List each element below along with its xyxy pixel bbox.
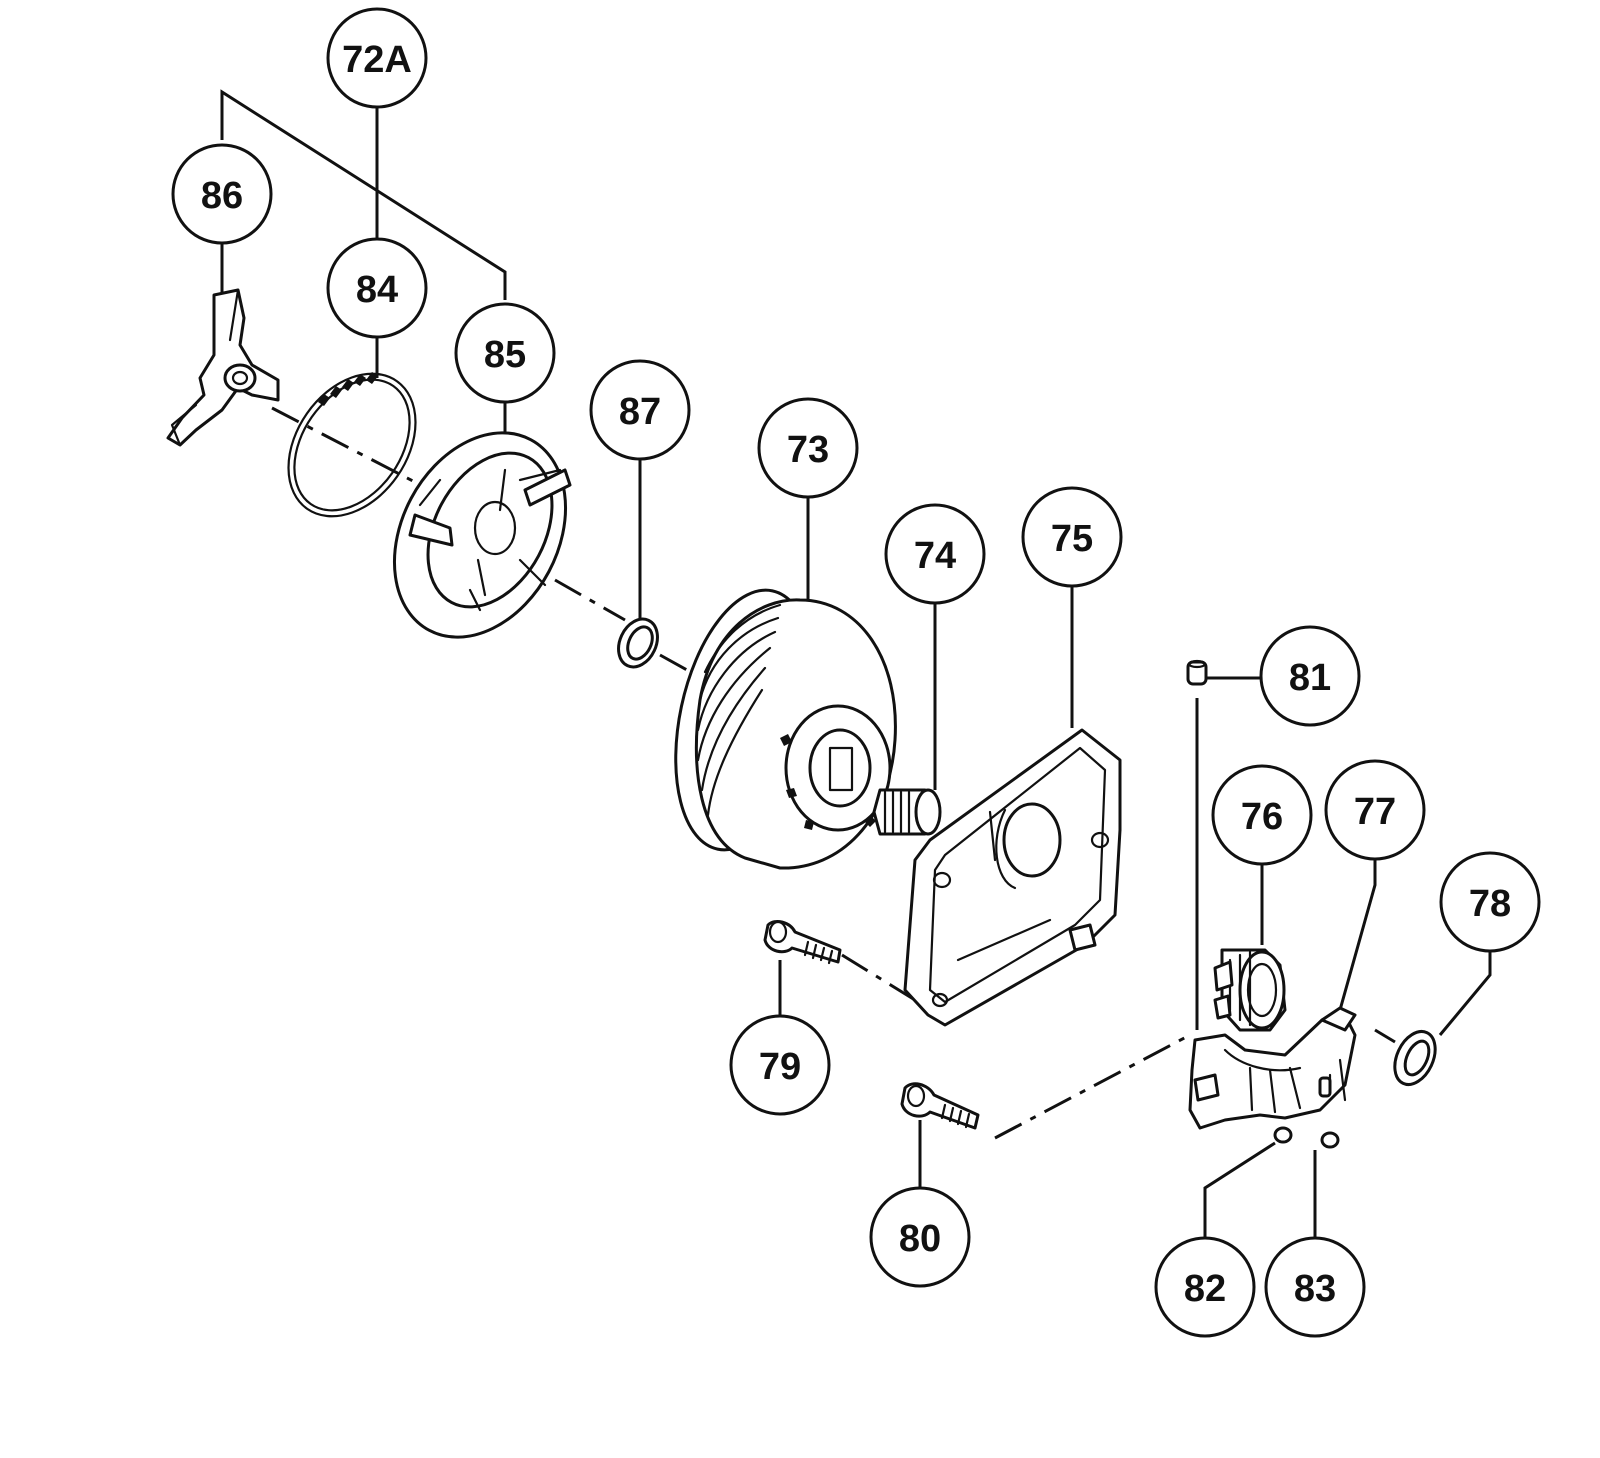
bolt-79-part xyxy=(763,920,842,965)
callout-85-label: 85 xyxy=(484,334,526,376)
callout-77: 77 xyxy=(1324,759,1426,861)
oil-seal-part xyxy=(1393,1030,1437,1086)
callout-84: 84 xyxy=(326,237,428,339)
nipple-part xyxy=(1186,659,1208,686)
side-cover-part xyxy=(903,728,1122,1027)
callout-75-label: 75 xyxy=(1051,518,1093,560)
callout-78-label: 78 xyxy=(1469,883,1511,925)
callout-72a: 72A xyxy=(326,7,428,109)
callout-85: 85 xyxy=(454,302,556,404)
callout-79: 79 xyxy=(729,1014,831,1116)
clutch-drum-part xyxy=(674,588,897,870)
callout-77-label: 77 xyxy=(1354,791,1396,833)
callout-86: 86 xyxy=(171,143,273,245)
bolt-80-part xyxy=(900,1082,980,1130)
callout-83-label: 83 xyxy=(1294,1268,1336,1310)
callout-76: 76 xyxy=(1211,764,1313,866)
callout-73-label: 73 xyxy=(787,429,829,471)
callout-81-label: 81 xyxy=(1289,657,1331,699)
callout-79-label: 79 xyxy=(759,1046,801,1088)
clutch-spider-part xyxy=(166,288,280,447)
callout-76-label: 76 xyxy=(1241,796,1283,838)
callout-87-label: 87 xyxy=(619,391,661,433)
clutch-spring-part xyxy=(287,372,417,518)
oil-pump-part xyxy=(1188,1006,1357,1130)
callout-73: 73 xyxy=(757,397,859,499)
callout-81: 81 xyxy=(1259,625,1361,727)
leader-lines xyxy=(220,89,1492,1237)
callout-74: 74 xyxy=(884,503,986,605)
callout-78: 78 xyxy=(1439,851,1541,953)
callout-87: 87 xyxy=(589,359,691,461)
callout-80-label: 80 xyxy=(899,1218,941,1260)
callout-83: 83 xyxy=(1264,1236,1366,1338)
callout-80: 80 xyxy=(869,1186,971,1288)
worm-gear-part xyxy=(1213,948,1287,1032)
needle-bearing-part xyxy=(872,788,942,836)
callout-74-label: 74 xyxy=(914,535,956,577)
clutch-shoes-part xyxy=(392,431,572,639)
callout-82: 82 xyxy=(1154,1236,1256,1338)
callout-82-label: 82 xyxy=(1184,1268,1226,1310)
callout-75: 75 xyxy=(1021,486,1123,588)
o-ring-parts xyxy=(1273,1126,1340,1149)
washer-part xyxy=(617,617,659,669)
callout-84-label: 84 xyxy=(356,269,398,311)
callout-86-label: 86 xyxy=(201,175,243,217)
callout-72a-label: 72A xyxy=(342,39,412,81)
